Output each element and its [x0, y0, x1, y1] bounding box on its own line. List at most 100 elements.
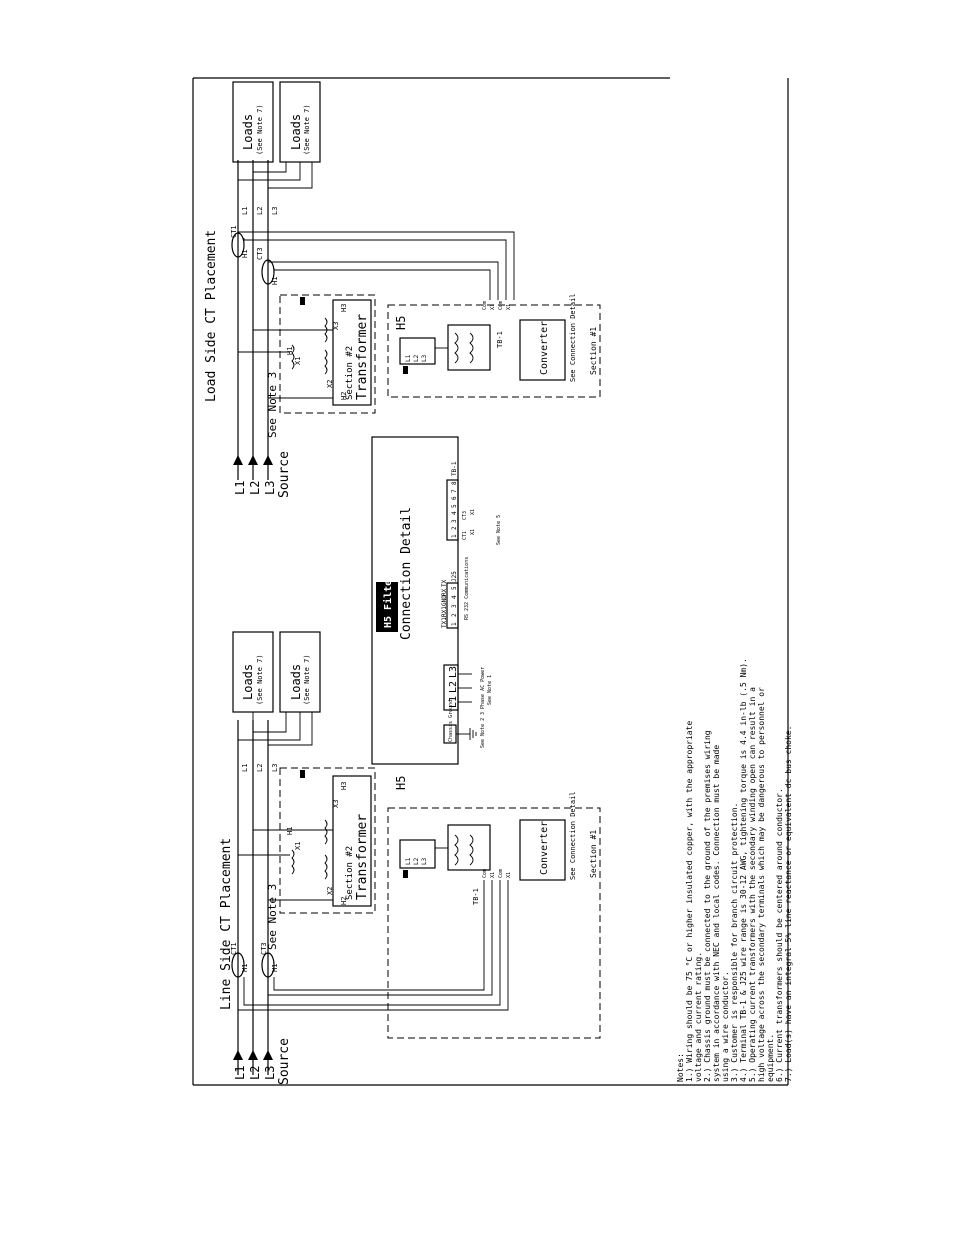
load-side-h5-term-l3: L3: [421, 354, 428, 362]
tb-term-4: 4: [451, 511, 458, 515]
line-side-tx-h1: H1: [286, 827, 294, 835]
rs-label-tx1: TX1: [441, 617, 448, 628]
rs-term-1: 1: [451, 622, 458, 626]
tb-x1-label-1: X1: [470, 529, 476, 535]
line-side-l2-label: L2: [248, 1066, 262, 1080]
note-line-11: 6.) Current transformers should be cente…: [775, 788, 784, 1082]
load-side-tx-h3: H3: [340, 304, 348, 312]
line-side-tx-x2: X2: [326, 887, 334, 895]
load-side-tb-com-2: Com: [498, 301, 504, 310]
see-note-5-label: See Note 5: [496, 515, 502, 545]
load-side-tx-x2: X2: [326, 380, 334, 388]
line-side-heading: Line Side CT Placement: [219, 838, 234, 1010]
line-side-tb1-label: TB-1: [472, 888, 480, 905]
rs232-label: RS 232 Communications: [464, 557, 470, 620]
line-side-loads-2-note: (See Note 7): [303, 654, 311, 705]
line-side-transformer-label: Transformer: [355, 814, 370, 900]
connection-detail-section: H5 Filter Connection Detail TX1 RX1 GND …: [371, 436, 502, 765]
tb-term-5: 5: [451, 504, 458, 508]
load-side-l1-label: L1: [233, 481, 247, 495]
line-side-l3-label: L3: [263, 1066, 277, 1080]
note-line-12: 7.) Load(s) have an integral 5% line rea…: [784, 726, 793, 1082]
load-side-heading: Load Side CT Placement: [204, 230, 219, 402]
line-side-loads-2-label: Loads: [289, 664, 303, 700]
connection-detail-title: Connection Detail: [399, 507, 414, 640]
load-side-tx-h2: H2: [340, 392, 348, 400]
load-side-l2-small: L2: [256, 207, 264, 215]
rs-term-3: 3: [451, 604, 458, 608]
line-side-tb-x1-1: X1: [490, 872, 496, 878]
rs-label-tx: TX: [441, 579, 448, 587]
note-line-1: 1.) Wiring should be 75 °C or higher ins…: [685, 721, 694, 1082]
h5-filter-logo: [376, 582, 398, 632]
line-side-converter: [519, 819, 566, 881]
line-side-tb-com-2: Com: [498, 869, 504, 878]
tb-term-1: 1: [451, 534, 458, 538]
load-side-converter-label: Converter: [539, 321, 550, 375]
load-side-tx-x3: X3: [332, 322, 340, 330]
line-side-section1-label: Section #1: [589, 830, 598, 878]
line-side-l1-label: L1: [233, 1066, 247, 1080]
load-side-loads-2-note: (See Note 7): [303, 104, 311, 155]
tb-term-2: 2: [451, 526, 458, 530]
h5-filter-logo-text: H5 Filter: [382, 574, 394, 628]
load-side-tx-h1: H1: [286, 347, 294, 355]
tb-ct3-label: CT3: [462, 511, 468, 520]
note-line-2: voltage and current rating.: [694, 952, 703, 1082]
line-side-see-connection-detail: See Connection Detail: [569, 791, 577, 880]
note-line-4: system in accordance with NEC and local …: [712, 745, 721, 1082]
load-side-tb-x1-1: X1: [490, 304, 496, 310]
line-side-l3-small: L3: [271, 764, 279, 772]
load-side-ct1-h1-label: H1: [241, 250, 249, 258]
line-side-loads-1-label: Loads: [241, 664, 255, 700]
tb-term-3: 3: [451, 519, 458, 523]
line-side-source-label: Source: [277, 1038, 292, 1085]
load-side-l1-small: L1: [241, 207, 249, 215]
line-side-tb-x1-2: X1: [506, 872, 512, 878]
note-line-8: 5.) Operating current transformers with …: [748, 687, 757, 1082]
rs-term-2: 2: [451, 613, 458, 617]
rs-j25-label: J25: [451, 571, 458, 582]
rs-label-rx1: RX1: [441, 606, 448, 617]
line-side-ct3-h1-label: H1: [271, 964, 279, 972]
load-side-source-label: Source: [277, 451, 292, 498]
line-side-h5-term-l2: L2: [413, 857, 420, 865]
line-side-l1-small: L1: [241, 764, 249, 772]
load-side-loads-2-label: Loads: [289, 114, 303, 150]
see-note-1-label: See Note 1: [487, 675, 493, 705]
load-side-l3-label: L3: [263, 481, 277, 495]
note-line-9: high voltage across the secondary termin…: [757, 687, 766, 1082]
load-side-ct1-label: CT1: [230, 225, 238, 238]
power-term-l1: L1: [448, 696, 459, 708]
load-side-l3-small: L3: [271, 207, 279, 215]
load-side-ct3-label: CT3: [256, 247, 264, 260]
load-side-ct3-h1-label: H1: [271, 277, 279, 285]
tb-term-8: 8: [451, 481, 458, 485]
load-side-see-connection-detail: See Connection Detail: [569, 293, 577, 382]
power-term-l2: L2: [448, 681, 459, 693]
line-side-h5-term-l1: L1: [405, 857, 412, 865]
rs-term-4: 4: [451, 595, 458, 599]
tb-term-6: 6: [451, 496, 458, 500]
load-side-converter: [519, 319, 566, 381]
load-side-l2-label: L2: [248, 481, 262, 495]
load-side-section2-label: Section #2: [345, 346, 355, 400]
tb1-detail-label: TB-1: [451, 461, 458, 476]
rs-label-rx: RX: [441, 588, 448, 596]
load-side-loads-1: [232, 81, 274, 163]
line-side-tb-com-1: Com: [482, 869, 488, 878]
power-term-l3: L3: [448, 666, 459, 678]
load-side-h5-label: H5: [394, 316, 408, 330]
load-side-transformer-label: Transformer: [355, 314, 370, 400]
load-side-h5-term-l1: L1: [405, 354, 412, 362]
load-side-section1-label: Section #1: [589, 327, 598, 375]
chassis-ground-label: Chassis Ground: [448, 700, 454, 742]
line-side-converter-label: Converter: [539, 821, 550, 875]
load-side-section: L1 L2 L3 Source Load Side CT Placement S…: [204, 81, 601, 498]
line-side-see-note-3: See Note 3: [266, 884, 279, 950]
load-side-h5-term-l2: L2: [413, 354, 420, 362]
note-line-3: 2.) Chassis ground must be connected to …: [703, 730, 712, 1082]
line-side-tx-h3: H3: [340, 782, 348, 790]
note-line-5: using a wire conductor.: [721, 971, 730, 1082]
line-side-ct1-label: CT1: [230, 942, 238, 955]
